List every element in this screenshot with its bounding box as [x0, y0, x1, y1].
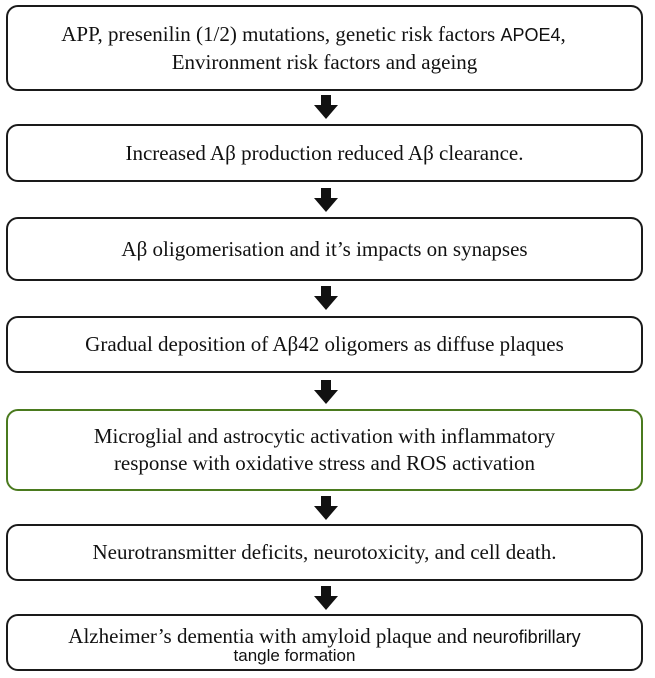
flow-step-7-alzheimers-dementia: Alzheimer’s dementia with amyloid plaque… — [6, 614, 643, 671]
down-arrow-icon — [314, 95, 338, 119]
flow-step-4-deposition: Gradual deposition of Aβ42 oligomers as … — [6, 316, 643, 373]
step-2-text: Increased Aβ production reduced Aβ clear… — [125, 140, 524, 165]
down-arrow-icon — [314, 380, 338, 404]
step-3-text: Aβ oligomerisation and it’s impacts on s… — [121, 236, 528, 261]
step-5-line-2: response with oxidative stress and ROS a… — [113, 451, 536, 475]
down-arrow-icon — [314, 586, 338, 610]
flow-step-2-abeta-production: Increased Aβ production reduced Aβ clear… — [6, 124, 643, 182]
step-1-line-2: Environment risk factors and ageing — [171, 49, 478, 74]
step-7-line-1: Alzheimer’s dementia with amyloid plaque… — [68, 625, 580, 648]
flow-step-5-glial-activation: Microglial and astrocytic activation wit… — [6, 409, 643, 491]
step-1-text-a: APP, presenilin (1/2) mutations, genetic… — [61, 21, 501, 46]
step-1-apoe4-term: APOE4 — [500, 24, 561, 45]
step-1-line-1: APP, presenilin (1/2) mutations, genetic… — [61, 21, 587, 49]
flow-step-6-neurotoxicity: Neurotransmitter deficits, neurotoxicity… — [6, 524, 643, 581]
flow-step-1-risk-factors: APP, presenilin (1/2) mutations, genetic… — [6, 5, 643, 91]
down-arrow-icon — [314, 188, 338, 212]
step-7-line-2: tangle formation — [233, 646, 356, 665]
step-4-text: Gradual deposition of Aβ42 oligomers as … — [85, 332, 564, 356]
down-arrow-icon — [314, 286, 338, 310]
step-1-comma: , — [560, 21, 566, 46]
step-5-line-1: Microglial and astrocytic activation wit… — [93, 424, 556, 448]
step-7-text-a: Alzheimer’s dementia with amyloid plaque… — [68, 624, 473, 648]
step-6-text: Neurotransmitter deficits, neurotoxicity… — [92, 540, 557, 564]
step-7-text-b: neurofibrillary — [472, 627, 581, 647]
flow-step-3-oligomerisation: Aβ oligomerisation and it’s impacts on s… — [6, 217, 643, 281]
down-arrow-icon — [314, 496, 338, 520]
